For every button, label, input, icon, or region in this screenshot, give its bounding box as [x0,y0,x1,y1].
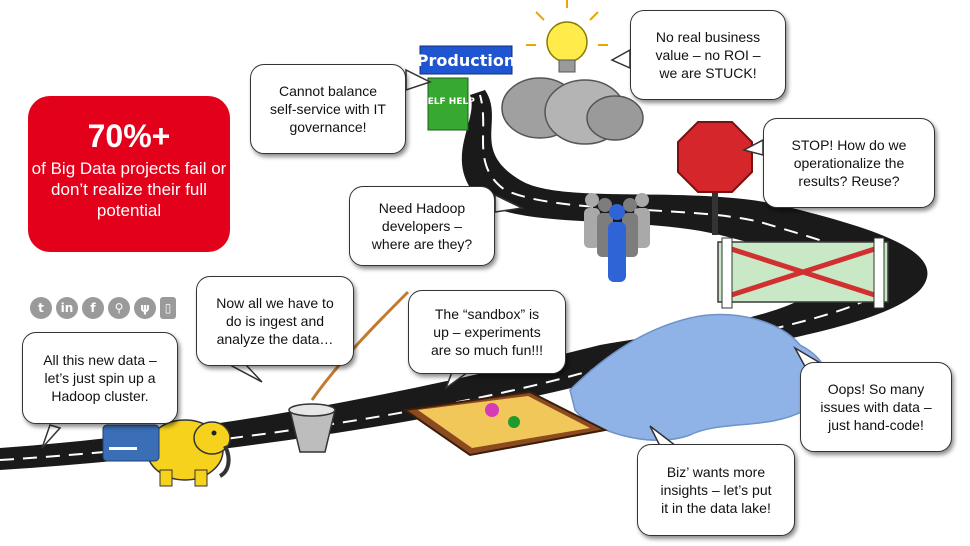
boulders-icon [501,77,644,145]
failure-stat-text: of Big Data projects fail or don’t reali… [31,159,227,220]
linkedin-icon: in [56,297,78,319]
bucket-icon [288,290,410,453]
stop-sign-icon [677,121,753,235]
svg-text:SELF HELP: SELF HELP [421,97,475,107]
people-group-icon [584,193,650,282]
failure-stat-box: 70%+ of Big Data projects fail or don’t … [28,96,230,252]
failure-stat-headline: 70%+ [87,118,171,154]
bubble-tail-roi [610,48,631,70]
satellite-dish-icon: ⚲ [108,297,130,319]
bubble-tail-governance [405,68,432,92]
sandbox-icon [402,390,609,457]
broadcast-tower-icon: ψ [134,297,156,319]
bubble-tail-developers [494,193,525,213]
light-bulb-icon [526,0,608,73]
data-lake-puddle [569,313,828,441]
self-help-book-icon: SELF HELP [421,77,475,131]
svg-text:Production: Production [417,51,515,70]
bubble-tail-ingest [229,364,263,383]
credit-card-icon [102,424,160,462]
twitter-icon: t [30,297,52,319]
road [0,90,928,470]
bubble-tail-hadoop [41,424,62,449]
roadblock-barrier-icon [717,237,889,309]
phone-icon: ▯ [160,297,176,319]
social-icons-row: t in f ⚲ ψ ▯ [30,297,176,319]
hadoop-elephant-icon [146,419,231,487]
facebook-icon: f [82,297,104,319]
production-sign-icon: Production [417,45,515,75]
